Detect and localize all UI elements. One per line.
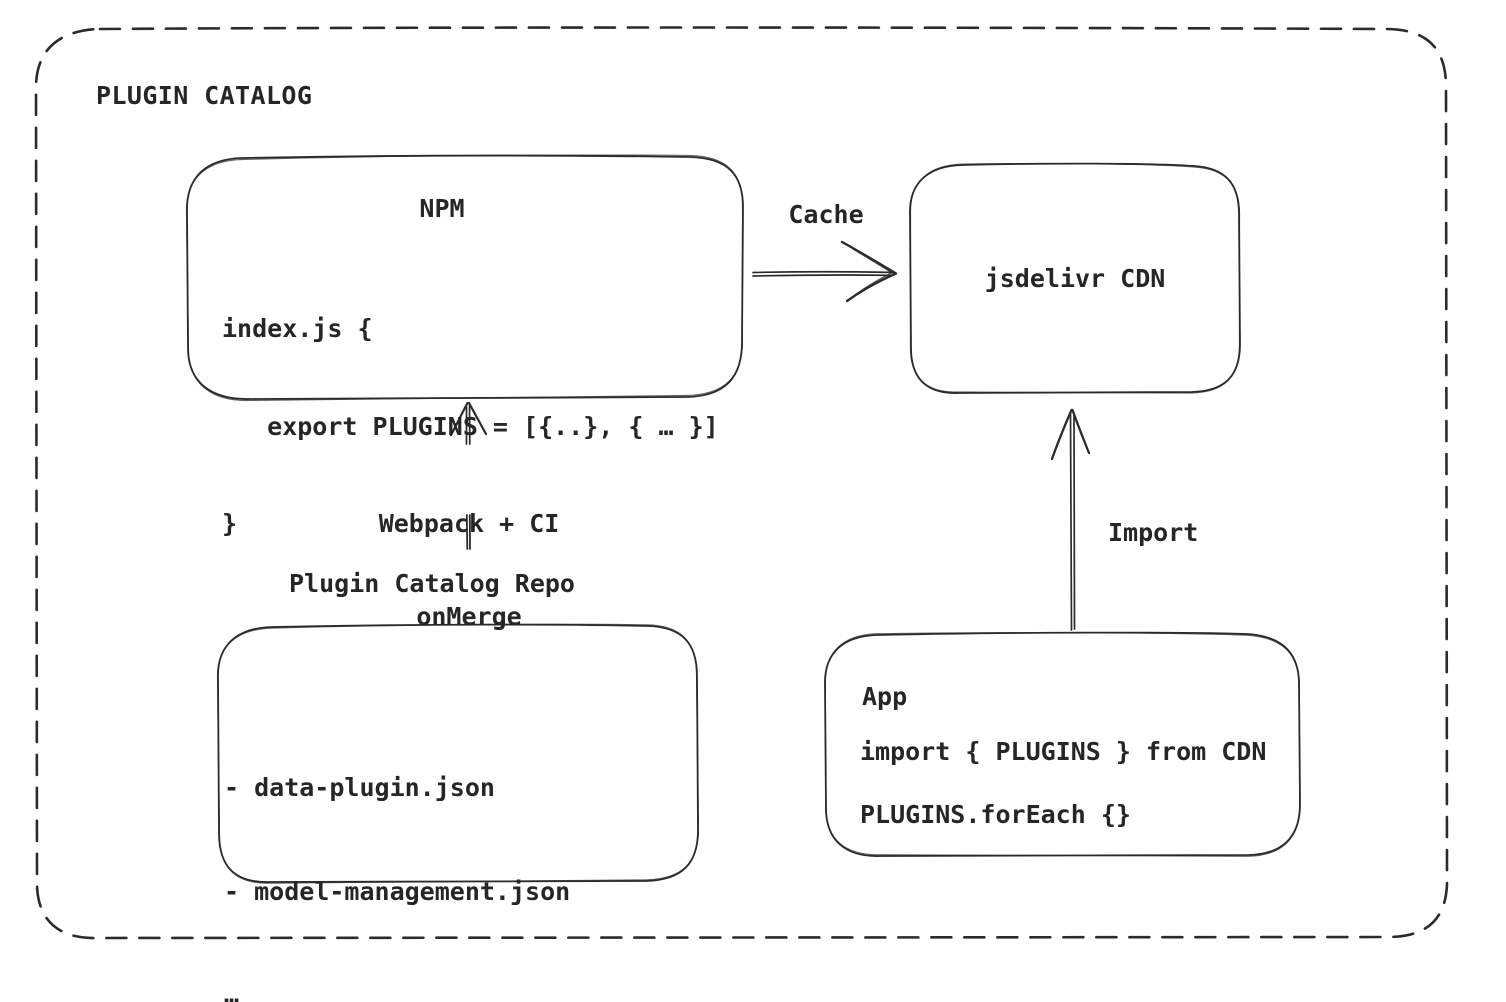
app-code-import-line: import { PLUGINS } from CDN: [860, 737, 1267, 766]
npm-code-line: export PLUGINS = [{..}, { … }]: [222, 411, 719, 441]
build-arrow-label-line2: onMerge: [416, 602, 522, 631]
app-box-outline: [824, 631, 1301, 857]
catalog-frame-border: [34, 26, 1449, 940]
npm-box-outline: [185, 154, 744, 402]
cdn-box-title: jsdelivr CDN: [984, 264, 1166, 293]
repo-file-item: - model-management.json: [224, 876, 571, 906]
import-arrow: [1050, 408, 1091, 631]
app-code-foreach-line: PLUGINS.forEach {}: [860, 800, 1131, 829]
npm-code-line: index.js {: [222, 314, 373, 343]
repo-file-list: - data-plugin.json - model-management.js…: [224, 702, 570, 1002]
build-arrow-label-line1: Webpack + CI: [378, 509, 560, 538]
cache-arrow: [752, 240, 898, 303]
npm-code-block: index.js { export PLUGINS = [{..}, { … }…: [222, 248, 719, 606]
repo-box-outline: [216, 623, 700, 884]
cdn-box-outline: [909, 162, 1241, 394]
npm-code-line: }: [222, 509, 238, 538]
build-arrow-label: Webpack + CI onMerge: [338, 446, 600, 694]
catalog-title: PLUGIN CATALOG: [96, 81, 313, 110]
repo-file-item: …: [224, 980, 240, 1002]
repo-box-label: Plugin Catalog Repo: [289, 569, 575, 598]
repo-file-item: - data-plugin.json: [224, 773, 495, 802]
build-arrow: [449, 401, 488, 550]
import-arrow-label: Import: [1108, 518, 1199, 547]
cache-arrow-label: Cache: [788, 200, 864, 229]
app-box-title: App: [862, 682, 908, 711]
npm-box-title: NPM: [419, 194, 465, 223]
